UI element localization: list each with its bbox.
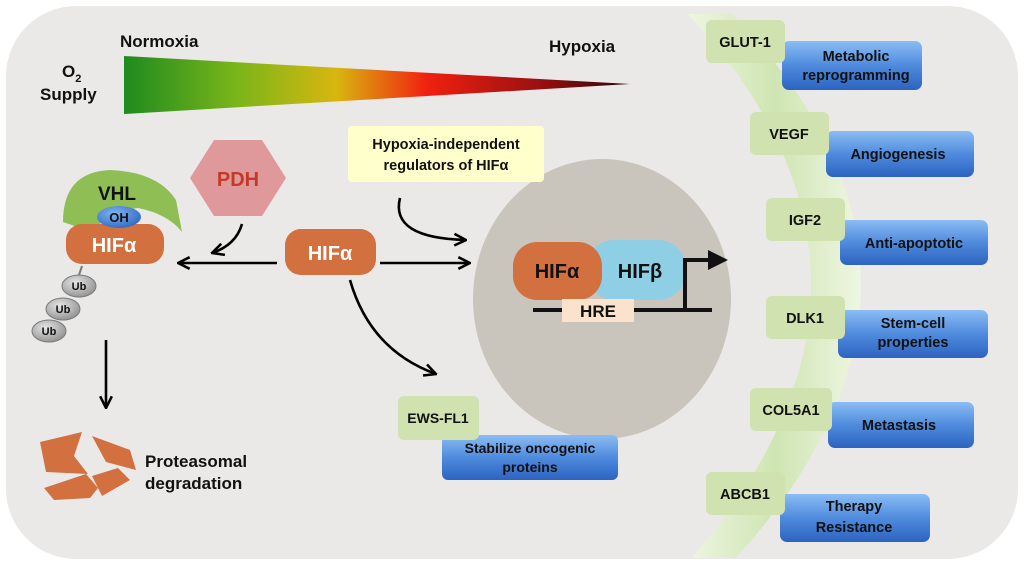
target-dlk1: Stem-cell properties DLK1 [766,296,988,358]
effect-label: Stem-cell [881,316,945,332]
ub-label: Ub [42,326,57,338]
effect-box [826,131,974,177]
target-col5a1: Metastasis COL5A1 [750,388,974,448]
arrow-pdh-to-vhl [212,223,244,253]
o2-label: O2 [62,62,81,85]
gene-box [750,388,832,431]
ub-node [31,319,67,343]
hre-label: HRE [580,302,616,321]
hypoxia-label: Hypoxia [549,37,616,56]
effect-label: reprogramming [802,68,909,84]
oh-label: OH [109,210,129,225]
ub-label: Ub [56,304,71,316]
target-abcb1: Therapy Resistance ABCB1 [706,472,930,542]
stabilize-box [442,435,618,480]
normoxia-label: Normoxia [120,32,199,51]
ews-fl1-box [398,396,479,440]
pdh-hexagon [190,140,286,216]
effect-label: Anti-apoptotic [865,236,963,252]
nucleus-hif-alpha-label: HIFα [535,261,580,283]
gene-box [706,20,785,63]
target-vegf: Angiogenesis VEGF [750,112,974,177]
effect-label: Angiogenesis [850,147,945,163]
gene-label: COL5A1 [762,403,819,419]
arrow-hif-to-ews [348,279,436,374]
o2-gradient-wedge [124,56,630,114]
effect-box [838,310,988,358]
transcription-arrowhead [708,250,728,270]
regulators-label-line1: Hypoxia-independent [372,137,520,153]
target-igf2: Anti-apoptotic IGF2 [766,198,988,265]
vhl-label: VHL [98,184,136,205]
effect-label: properties [878,335,949,351]
ews-fl1-label: EWS-FL1 [407,410,469,426]
stabilize-label-line1: Stabilize oncogenic [465,440,596,456]
effect-box [840,220,988,265]
gene-label: DLK1 [786,311,824,327]
degraded-fragment [92,468,130,496]
stabilize-label-line2: proteins [502,459,557,475]
gene-label: VEGF [769,127,809,143]
pdh-label: PDH [217,169,259,191]
supply-label: Supply [40,85,97,104]
left-hif-alpha-label: HIFα [92,235,137,257]
nucleus-hif-beta [586,240,686,300]
regulators-box [348,126,544,182]
effect-label: Resistance [816,520,893,536]
ub-node [61,274,97,298]
gene-label: GLUT-1 [719,35,771,51]
target-glut1: Metabolic reprogramming GLUT-1 [706,20,922,90]
nucleus-hif-beta-label: HIFβ [618,261,662,283]
hre-box [562,299,634,322]
arrow-regulators-to-nucleus [397,197,466,240]
regulators-label-line2: regulators of HIFα [384,158,509,174]
gene-label: IGF2 [789,213,821,229]
gene-box [766,296,845,339]
gene-box [706,472,785,515]
effect-box [780,494,930,542]
effect-label: Metabolic [823,49,890,65]
effect-box [828,402,974,448]
degraded-fragment [92,436,136,470]
proteasomal-label: Proteasomal [145,452,247,471]
degradation-label: degradation [145,474,242,493]
gene-box [766,198,845,241]
degraded-fragment [40,432,88,474]
center-hif-alpha-label: HIFα [308,243,353,265]
ub-label: Ub [72,281,87,293]
effect-label: Metastasis [862,418,936,434]
transcription-start-arrow [683,258,710,310]
ub-node [45,297,81,321]
degraded-fragment [44,474,98,500]
oh-node [97,206,141,228]
gene-box [750,112,829,155]
nucleus-hif-alpha [513,242,602,300]
left-hif-alpha [66,224,164,264]
gene-label: ABCB1 [720,487,770,503]
center-hif-alpha [285,229,376,275]
effect-box [782,41,922,90]
effect-label: Therapy [826,499,882,515]
vhl-shape [63,170,182,232]
